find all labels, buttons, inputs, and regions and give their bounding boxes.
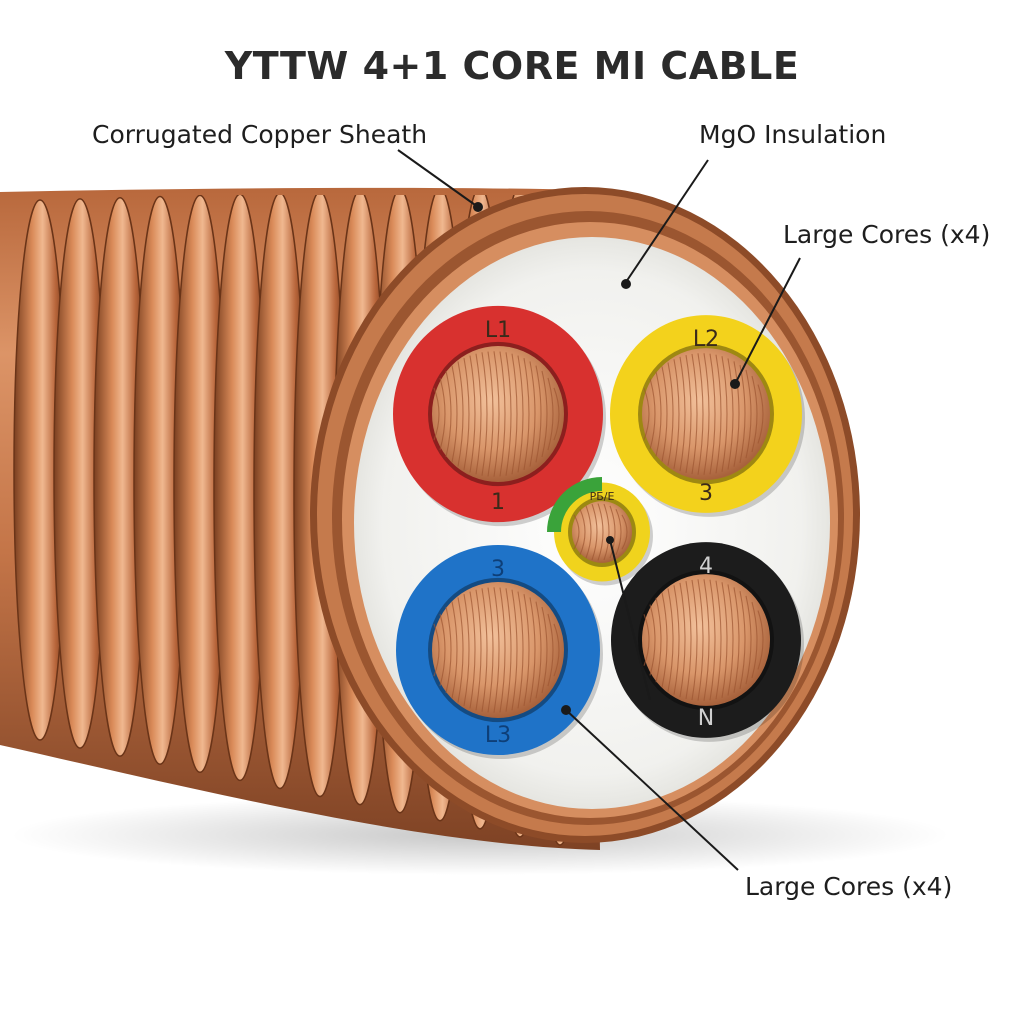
label-large-cores-lower: Large Cores (x4) <box>745 872 953 901</box>
core-marking-bottom-l1: 1 <box>491 490 505 515</box>
leader-mgo <box>625 159 709 283</box>
core-n: 4N <box>611 542 804 742</box>
copper-strands-l1 <box>432 346 564 482</box>
leader-dot-sheath <box>473 202 483 212</box>
copper-strands-pe <box>572 501 632 563</box>
core-marking-bottom-l2: 3 <box>699 481 713 506</box>
leader-dot-mgo <box>621 279 631 289</box>
label-corrugated-copper-sheath: Corrugated Copper Sheath <box>92 120 428 149</box>
core-marking-top-l1: L1 <box>485 318 511 343</box>
leader-dot-large-lower <box>561 705 571 715</box>
core-marking-top-l2: L2 <box>693 327 719 352</box>
label-large-cores-upper: Large Cores (x4) <box>783 220 991 249</box>
diagram-title: YTTW 4+1 CORE MI CABLE <box>224 44 800 88</box>
leader-dot-large-upper <box>730 379 740 389</box>
leader-lines <box>397 149 801 871</box>
copper-strands-n <box>642 574 770 706</box>
core-l3: 3L3 <box>396 544 603 760</box>
core-pe: PБ/E <box>547 477 653 586</box>
core-marking-bottom-l3: L3 <box>485 723 511 748</box>
copper-strands-l3 <box>432 582 564 718</box>
pe-stripe <box>547 477 603 533</box>
core-marking-top-n: 4 <box>699 554 713 579</box>
core-marking-top-pe: PБ/E <box>590 490 615 503</box>
leader-inner <box>609 539 651 701</box>
label-mgo-insulation: MgO Insulation <box>699 120 887 149</box>
core-marking-top-l3: 3 <box>491 557 505 582</box>
leader-sheath <box>397 149 479 208</box>
leader-large-lower <box>565 709 739 871</box>
core-l1: L1 1 <box>393 305 606 527</box>
core-marking-bottom-n: N <box>698 706 714 731</box>
leader-large-upper <box>734 257 801 385</box>
leader-dot-inner <box>606 536 614 544</box>
